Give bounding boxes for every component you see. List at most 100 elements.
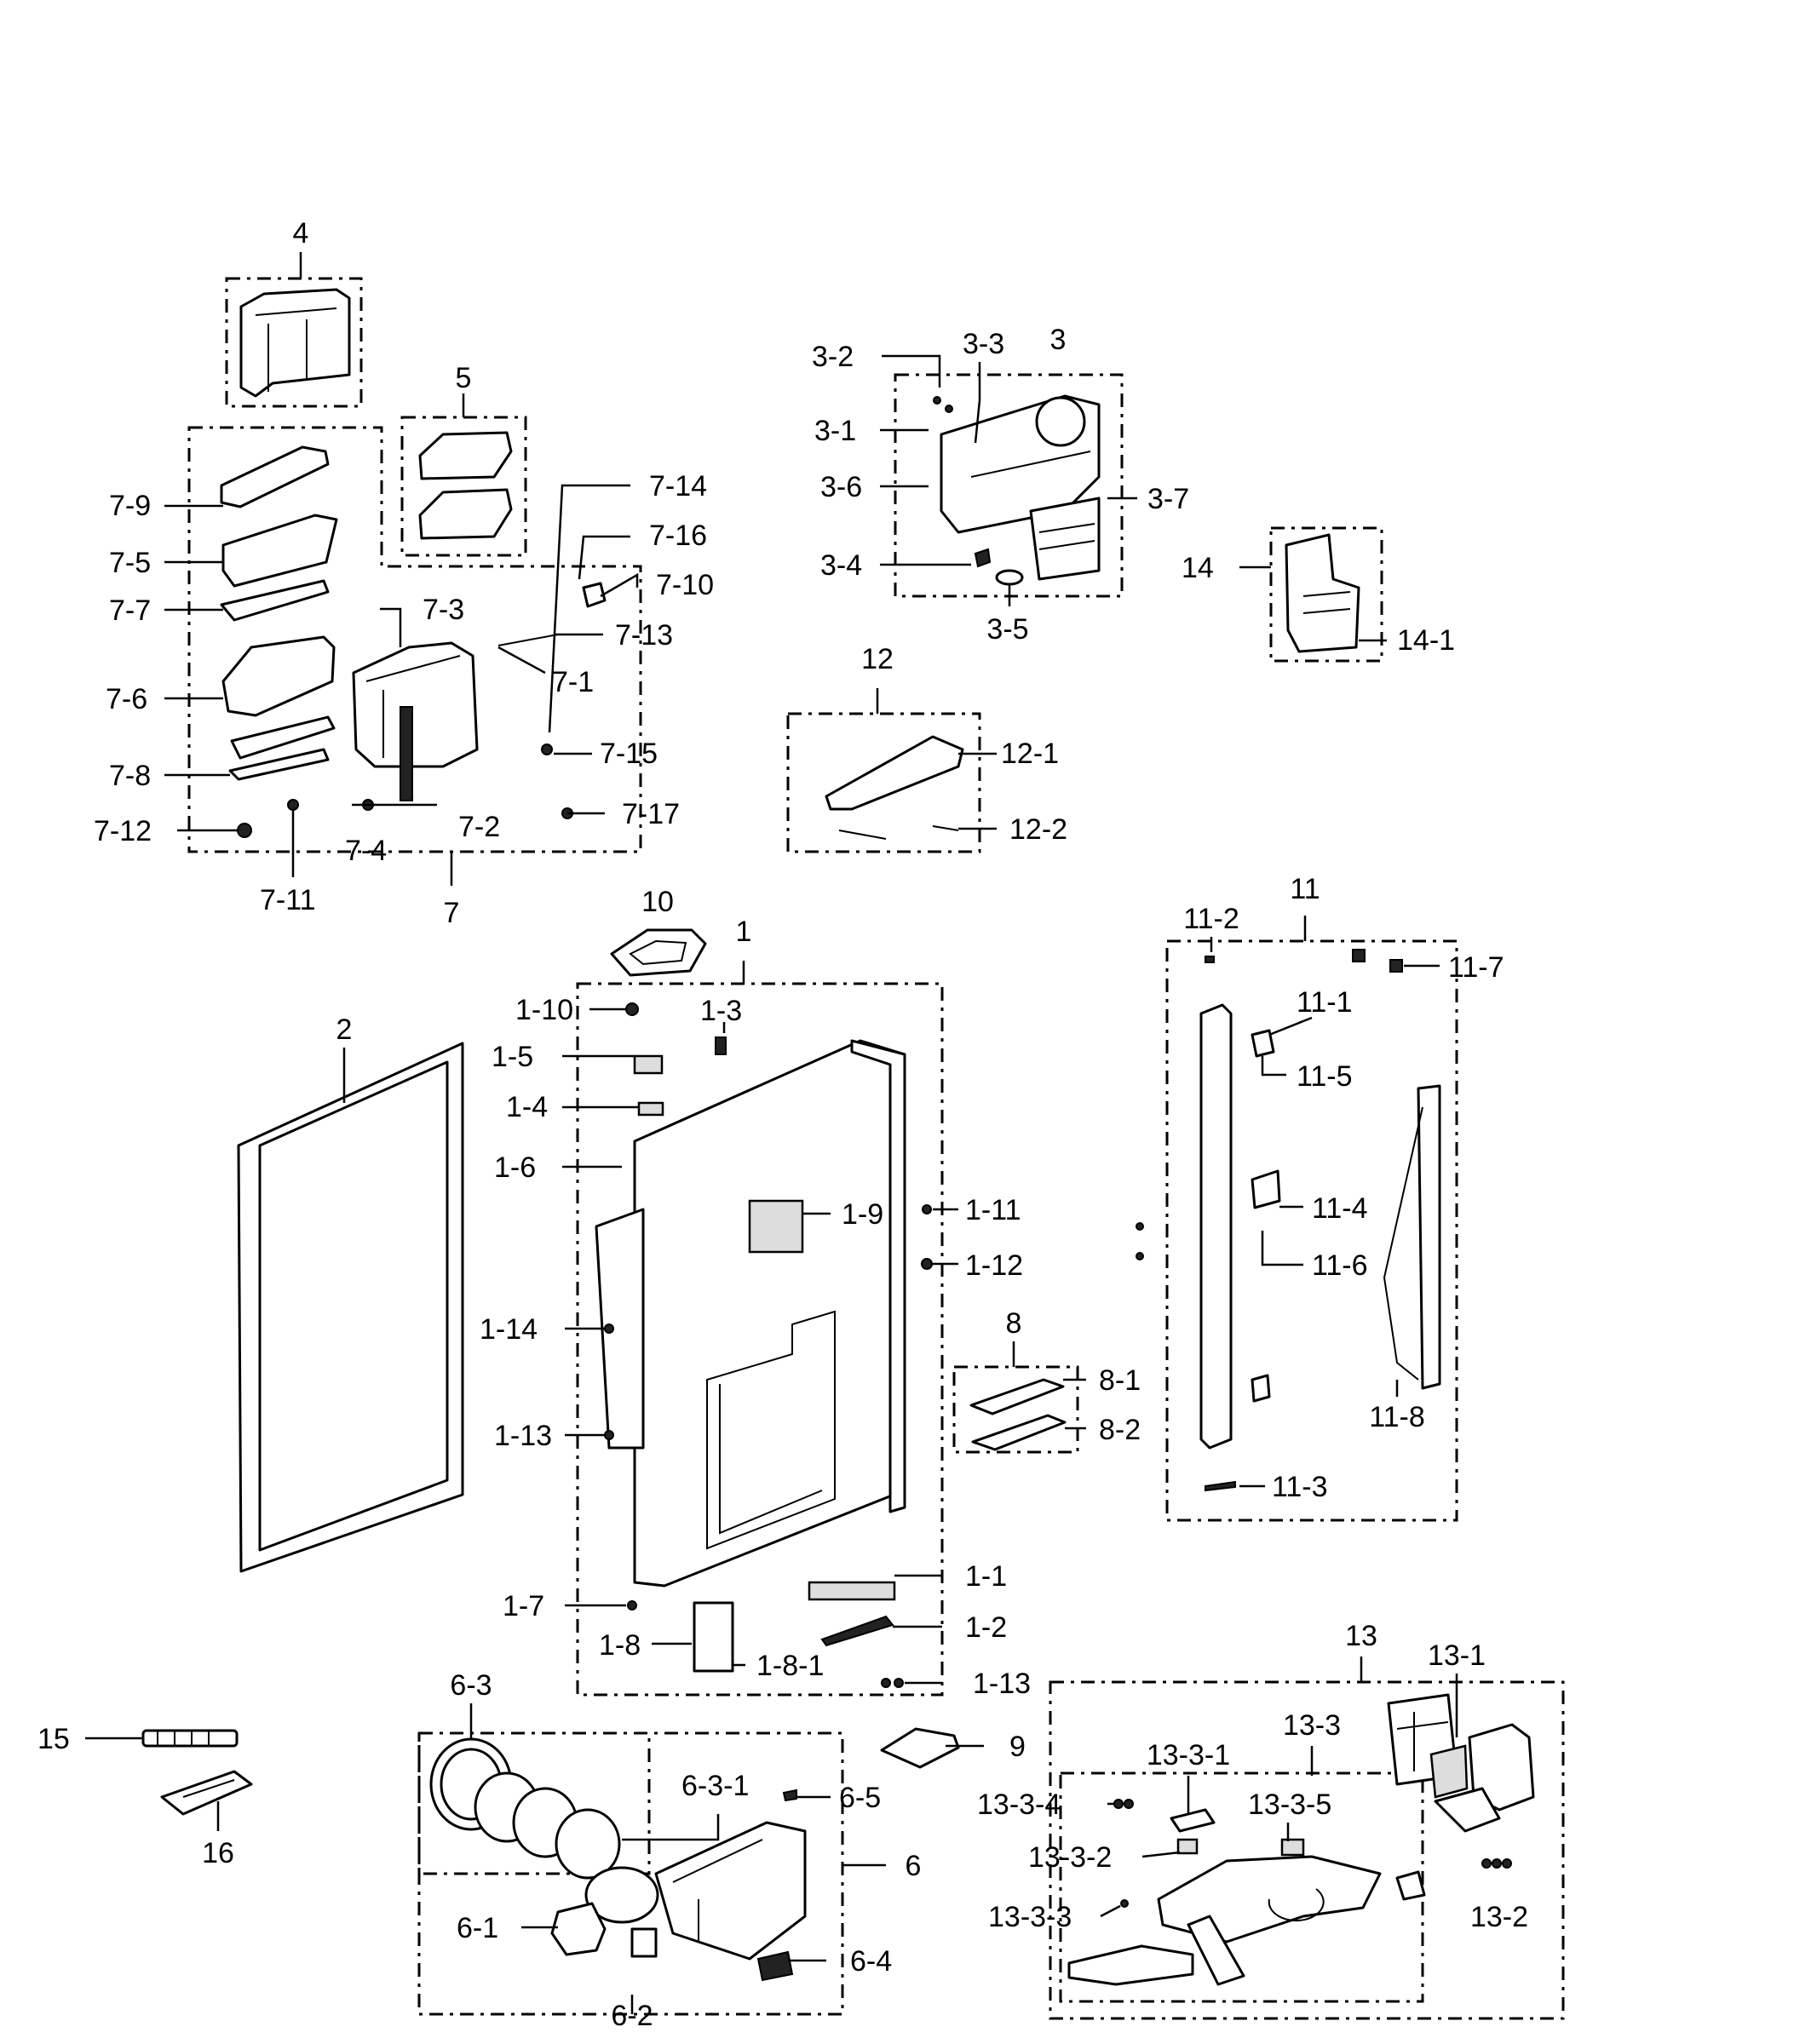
part-9 <box>880 1727 960 1769</box>
label-7-7: 7-7 <box>109 594 151 627</box>
label-1-1: 1-1 <box>965 1560 1007 1593</box>
label-14-1: 14-1 <box>1397 624 1455 657</box>
label-1: 1 <box>736 916 752 948</box>
label-11-1: 11-1 <box>1297 986 1353 1019</box>
label-6-4: 6-4 <box>850 1945 892 1978</box>
label-4: 4 <box>293 217 309 250</box>
part-group-8 <box>952 1341 1079 1454</box>
label-1-4: 1-4 <box>506 1091 548 1123</box>
label-6-2: 6-2 <box>611 2000 653 2032</box>
label-1-14: 1-14 <box>480 1313 538 1346</box>
label-6: 6 <box>906 1850 922 1882</box>
label-14: 14 <box>1182 552 1214 584</box>
part-group-11 <box>1136 916 1458 1522</box>
label-7-2: 7-2 <box>458 811 500 843</box>
part-group-12 <box>786 712 981 853</box>
label-12-1: 12-1 <box>1001 738 1059 770</box>
label-10: 10 <box>641 886 674 918</box>
label-7-17: 7-17 <box>622 798 680 830</box>
label-6-5: 6-5 <box>839 1782 881 1814</box>
label-15: 15 <box>37 1723 70 1755</box>
label-7-1: 7-1 <box>552 666 594 698</box>
label-7-10: 7-10 <box>656 569 714 601</box>
label-1-2: 1-2 <box>965 1611 1007 1644</box>
label-1-8: 1-8 <box>599 1629 641 1662</box>
label-7-6: 7-6 <box>106 683 147 715</box>
label-13-3-1: 13-3-1 <box>1147 1739 1230 1771</box>
label-12-2: 12-2 <box>1009 813 1067 846</box>
label-2: 2 <box>336 1013 353 1046</box>
callout-labels: 4 5 7-9 7-5 7-7 7-6 7-8 7-12 7-11 7-4 7 … <box>37 217 1528 2032</box>
label-7-8: 7-8 <box>109 760 151 792</box>
label-3: 3 <box>1050 324 1067 356</box>
label-13-3-5: 13-3-5 <box>1248 1788 1331 1821</box>
label-7-9: 7-9 <box>109 490 151 522</box>
part-group-5 <box>400 393 527 557</box>
label-7-11: 7-11 <box>260 884 316 916</box>
label-1-12: 1-12 <box>965 1249 1023 1282</box>
part-group-6 <box>417 1731 844 2016</box>
part-group-14 <box>1269 526 1383 663</box>
label-1-8-1: 1-8-1 <box>756 1650 824 1682</box>
label-1-3: 1-3 <box>700 995 742 1027</box>
label-7-12: 7-12 <box>94 815 152 847</box>
label-8-1: 8-1 <box>1099 1364 1141 1397</box>
label-13-1: 13-1 <box>1428 1639 1486 1672</box>
label-13-3-2: 13-3-2 <box>1028 1841 1112 1874</box>
label-13-3-3: 13-3-3 <box>988 1901 1072 1933</box>
label-1-6: 1-6 <box>494 1151 536 1184</box>
label-13-3-4: 13-3-4 <box>977 1788 1061 1821</box>
label-11-8: 11-8 <box>1369 1401 1425 1433</box>
part-group-7 <box>187 426 642 886</box>
label-13-2: 13-2 <box>1470 1901 1528 1933</box>
label-1-5: 1-5 <box>492 1041 533 1073</box>
label-3-6: 3-6 <box>820 471 862 503</box>
label-13-3: 13-3 <box>1283 1709 1341 1742</box>
label-8: 8 <box>1006 1307 1022 1340</box>
label-1-13-left: 1-13 <box>494 1420 552 1452</box>
label-12: 12 <box>861 643 894 675</box>
label-7-3: 7-3 <box>423 594 464 626</box>
label-11-3: 11-3 <box>1272 1471 1328 1503</box>
label-1-10: 1-10 <box>515 994 573 1026</box>
label-3-3: 3-3 <box>963 328 1004 360</box>
label-11-7: 11-7 <box>1448 951 1504 984</box>
label-13: 13 <box>1345 1620 1377 1652</box>
label-7-15: 7-15 <box>600 738 658 770</box>
label-7-16: 7-16 <box>649 520 707 552</box>
label-3-1: 3-1 <box>814 415 856 447</box>
label-3-2: 3-2 <box>812 341 854 373</box>
part-group-1 <box>576 961 944 1697</box>
label-11-2: 11-2 <box>1183 903 1239 935</box>
label-6-3: 6-3 <box>450 1669 492 1702</box>
label-7: 7 <box>444 897 460 929</box>
label-1-7: 1-7 <box>503 1590 544 1622</box>
label-7-4: 7-4 <box>345 835 387 867</box>
label-16: 16 <box>202 1837 234 1869</box>
part-group-3 <box>894 373 1124 598</box>
label-6-3-1: 6-3-1 <box>681 1770 749 1802</box>
label-1-11: 1-11 <box>965 1194 1021 1226</box>
part-group-4 <box>225 252 363 408</box>
leader-lines <box>85 354 1458 2014</box>
label-3-5: 3-5 <box>986 613 1028 646</box>
label-1-13-bottom: 1-13 <box>973 1668 1031 1700</box>
part-2-gasket <box>237 1042 464 1573</box>
label-3-7: 3-7 <box>1147 483 1189 515</box>
part-group-10 <box>610 928 707 977</box>
label-3-4: 3-4 <box>820 549 862 582</box>
label-11-4: 11-4 <box>1312 1192 1368 1225</box>
label-7-5: 7-5 <box>109 547 151 579</box>
part-group-13 <box>1049 1656 1565 2020</box>
label-5: 5 <box>456 362 472 394</box>
label-11-5: 11-5 <box>1297 1060 1353 1093</box>
label-8-2: 8-2 <box>1099 1414 1141 1446</box>
label-9: 9 <box>1009 1731 1026 1763</box>
label-11-6: 11-6 <box>1312 1249 1368 1282</box>
label-1-9: 1-9 <box>842 1198 883 1231</box>
label-7-14: 7-14 <box>649 470 707 502</box>
label-11: 11 <box>1290 873 1320 905</box>
label-6-1: 6-1 <box>457 1912 498 1944</box>
label-7-13: 7-13 <box>615 619 673 652</box>
